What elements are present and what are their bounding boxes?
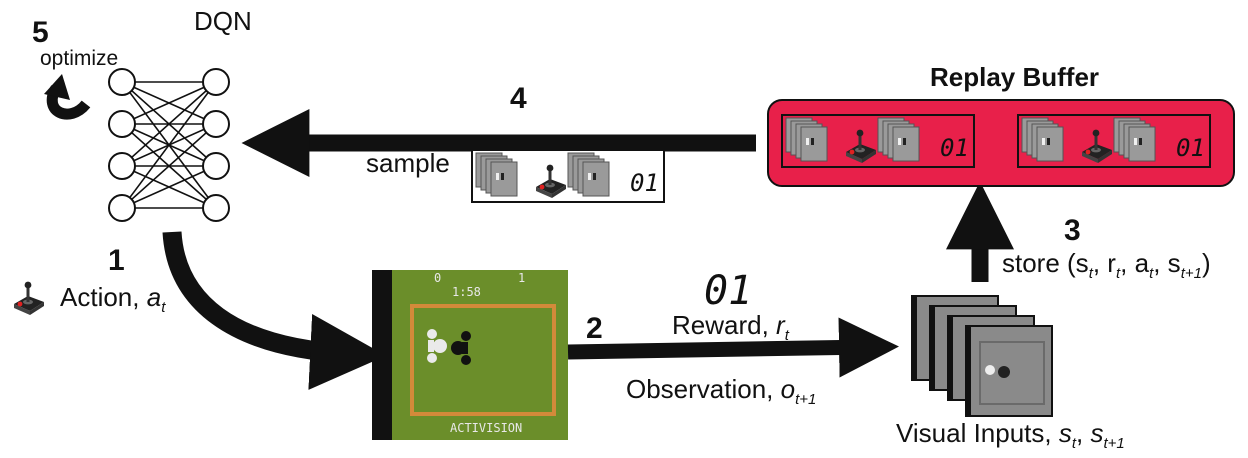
white-boxer [427,329,447,363]
observation-label: Observation, ot+1 [626,374,816,408]
action-arrow [162,231,387,390]
black-boxer [451,331,471,365]
action-label: Action, at [60,282,166,316]
sampled-transition: 01 [471,149,665,203]
observation-group: 2 01 Reward, rt Observation, ot+1 [567,268,899,408]
action-group: 1 Action, at [14,231,387,390]
observation-arrow [567,317,899,378]
visual-inputs-label: Visual Inputs, st, st+1 [896,418,1125,452]
sample-score: 01 [630,169,659,197]
store-step-number: 3 [1064,214,1081,247]
boxing-ring [410,304,556,416]
visual-inputs: Visual Inputs, st, st+1 [896,295,1125,452]
dqn-title: DQN [194,6,252,36]
store-label: store (st, rt, at, st+1) [1002,248,1211,282]
replay-buffer-box [767,99,1235,187]
optimize-label: optimize [40,47,118,70]
replay-buffer: Replay Buffer 01 01 [767,62,1235,187]
neural-network-icon [108,68,230,222]
sample-step-number: 4 [510,82,527,115]
replay-buffer-title: Replay Buffer [930,62,1099,92]
joystick-icon [14,281,44,315]
visual-input-frame [965,325,1053,417]
sample-group: 4 sample 01 [241,82,756,203]
game-score-left: 0 [434,271,441,285]
reward-score-display: 01 [704,268,752,314]
store-group: 3 store (st, rt, at, st+1) [946,181,1211,282]
game-brand: ACTIVISION [450,421,522,435]
dqn-network: DQN 5 optimize [32,6,252,222]
curved-arrow-icon [44,74,91,120]
game-score-right: 1 [518,271,525,285]
replay-transition-1: 01 [781,114,975,168]
reward-label: Reward, rt [672,310,790,344]
game-screen: 0 1:58 1 ACTIVISION [372,270,568,440]
action-step-number: 1 [108,244,125,277]
replay-score-1: 01 [940,134,969,162]
game-clock: 1:58 [452,285,481,299]
replay-score-2: 01 [1176,134,1205,162]
game-background [392,270,568,440]
reward-step-number: 2 [586,312,603,345]
sample-label: sample [366,148,450,178]
replay-transition-2: 01 [1017,114,1211,168]
optimize-step-number: 5 [32,16,49,49]
